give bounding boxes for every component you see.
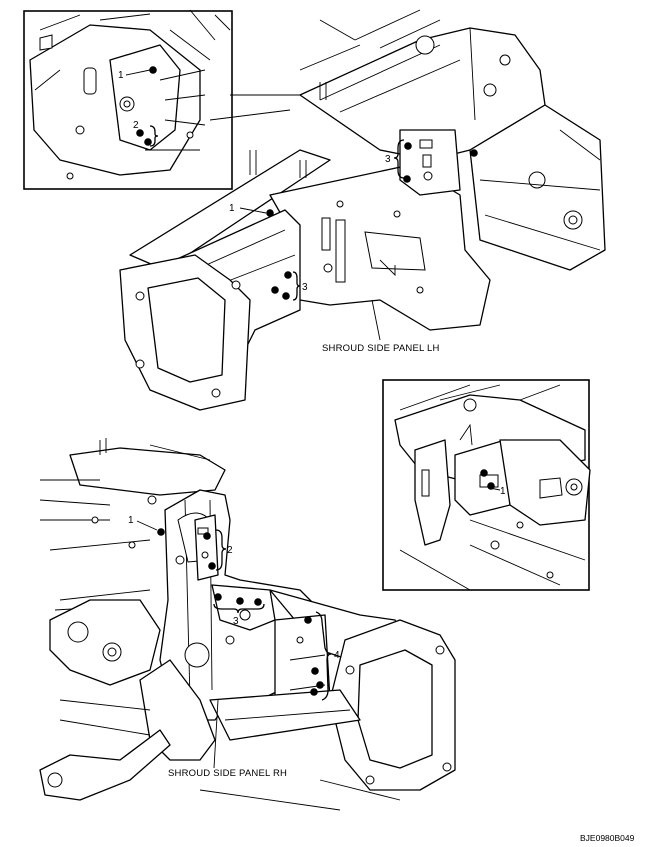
rh-main-label-4: 4	[334, 650, 340, 661]
caption-shroud-side-panel-lh: SHROUD SIDE PANEL LH	[322, 343, 440, 354]
figure-code: BJE0980B049	[580, 833, 635, 843]
shroud-side-panel-rh-drawing	[39, 438, 456, 811]
lh-inset-label-2: 2	[133, 120, 139, 131]
rh-inset-label-1: 1	[500, 486, 506, 497]
lh-main-label-3-side: 3	[302, 282, 308, 293]
rh-main-label-3: 3	[233, 616, 239, 627]
rh-main-label-1: 1	[128, 515, 134, 526]
lh-inset-label-1: 1	[118, 70, 124, 81]
shroud-side-panel-lh-drawing	[119, 9, 606, 411]
lh-main-label-1: 1	[229, 203, 235, 214]
lh-main-label-3-top: 3	[385, 154, 391, 165]
lh-detail-inset	[23, 9, 233, 190]
rh-detail-inset	[382, 379, 591, 591]
rh-main-label-2: 2	[227, 545, 233, 556]
caption-shroud-side-panel-rh: SHROUD SIDE PANEL RH	[168, 768, 287, 779]
